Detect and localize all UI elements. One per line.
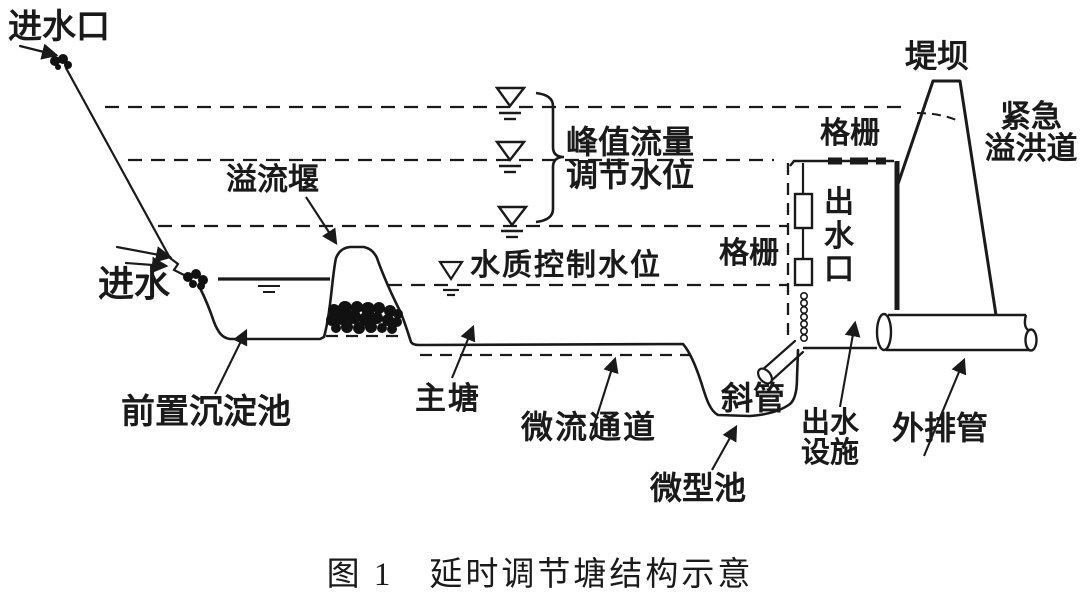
- label-micro-pool: 微型池: [650, 470, 747, 506]
- label-water-quality-level: 水质控制水位: [470, 249, 662, 282]
- label-emergency-spillway: 紧急 溢洪道: [980, 101, 1080, 164]
- water-level-symbol-wq: [437, 260, 465, 297]
- outfall-pipe-shape: [875, 312, 1038, 352]
- label-emergency-spillway-line1: 紧急: [1000, 99, 1062, 134]
- label-emergency-spillway-line2: 溢洪道: [984, 130, 1078, 166]
- water-level-symbol-1: [494, 86, 527, 121]
- water-level-symbol-2: [494, 140, 527, 174]
- pond-profile: [198, 245, 800, 418]
- label-outfall-pipe: 外排管: [892, 410, 989, 446]
- label-outlet-facility-line1: 出水: [801, 407, 860, 439]
- ground-dashed-lines: [326, 163, 790, 357]
- dam-shape: [895, 79, 998, 316]
- label-inlet-port: 进水口: [8, 9, 110, 46]
- label-arrows: [214, 196, 967, 471]
- forebay-water-surface: [218, 277, 330, 293]
- label-peak-level: 峰值流量 调节水位: [566, 126, 694, 191]
- label-overflow-weir: 溢流堰: [226, 162, 319, 197]
- label-forebay: 前置沉淀池: [121, 394, 291, 431]
- label-main-pond: 主塘: [415, 381, 481, 416]
- label-outlet-port: 出水口: [824, 186, 854, 287]
- inclined-pipe-shape: [757, 339, 805, 385]
- label-peak-level-line2: 调节水位: [566, 156, 695, 193]
- label-outlet-facility-line2: 设施: [801, 436, 860, 469]
- peak-level-brace: [535, 91, 565, 224]
- water-level-dashed-lines: [105, 105, 908, 287]
- label-outlet-facility: 出水 设施: [801, 407, 860, 469]
- figure-caption: 图 1 延时调节塘结构示意: [326, 557, 754, 593]
- label-inflow: 进水: [98, 264, 171, 304]
- riser-perforations: [799, 291, 808, 342]
- water-level-symbol-3: [496, 205, 529, 239]
- label-micro-flow-channel: 微流通道: [521, 409, 658, 445]
- label-peak-level-line1: 峰值流量: [566, 124, 695, 160]
- label-inclined-pipe: 斜管: [721, 380, 786, 416]
- inlet-debris: [50, 54, 208, 290]
- label-screen-top: 格栅: [820, 117, 880, 150]
- inlet-channel: [18, 43, 186, 277]
- rock-fill: [326, 301, 403, 334]
- label-screen-side: 格栅: [719, 237, 779, 270]
- label-dam: 堤坝: [905, 38, 970, 74]
